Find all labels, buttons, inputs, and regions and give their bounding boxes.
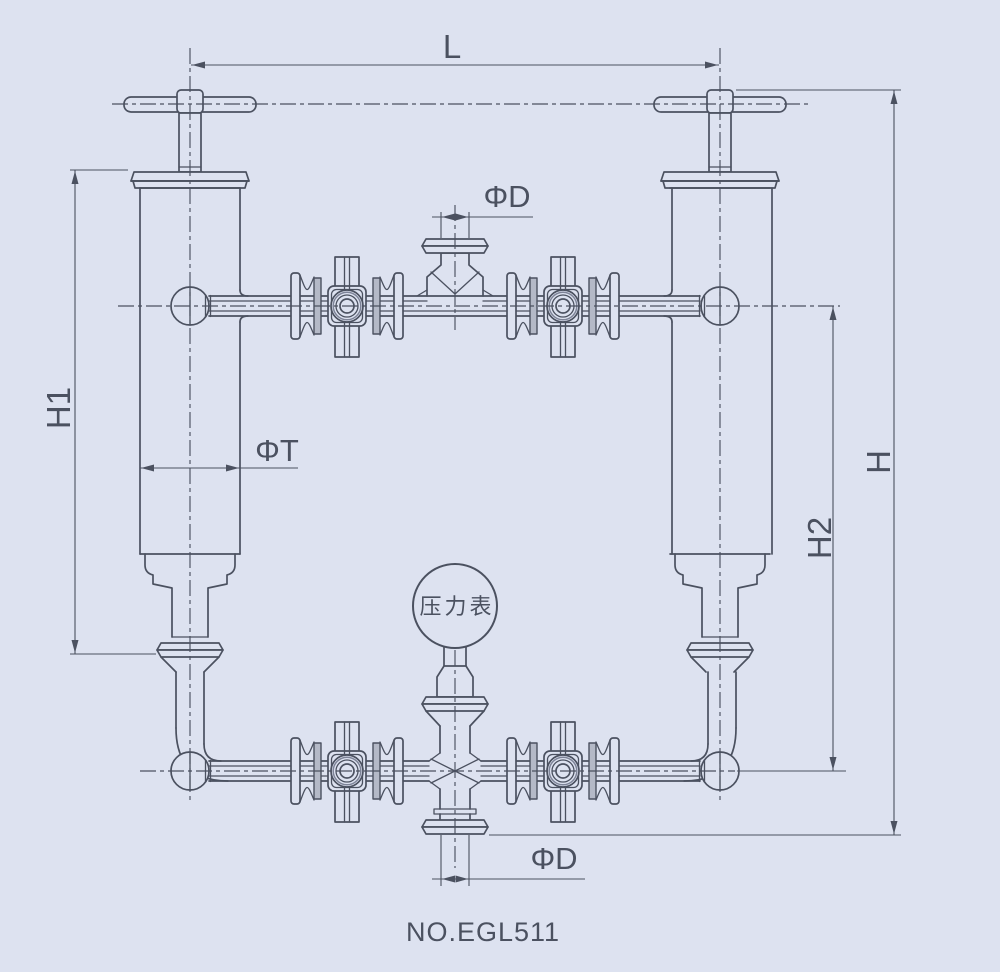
left-filter-housing	[124, 90, 256, 782]
dim-label-h: H	[860, 450, 897, 474]
dim-label-h1: H1	[40, 387, 77, 429]
dim-label-l: L	[443, 28, 461, 65]
dimension-phi-d-bottom: ΦD	[432, 835, 585, 886]
dimension-l: L	[191, 28, 719, 69]
dimension-h1: H1	[40, 169, 156, 655]
dim-label-phi-d-bottom: ΦD	[530, 841, 577, 876]
pressure-gauge-label: 压力表	[419, 594, 494, 619]
dimension-phi-t: ΦT	[140, 433, 299, 472]
dimension-phi-d-top: ΦD	[432, 179, 533, 238]
upper-right-valve	[506, 256, 620, 358]
lower-right-valve	[506, 721, 620, 823]
dim-label-phi-t: ΦT	[255, 433, 299, 468]
pressure-gauge: 压力表	[412, 563, 498, 727]
dim-label-h2: H2	[801, 517, 838, 559]
model-number: NO.EGL511	[406, 917, 560, 947]
cross-junction	[421, 725, 489, 835]
centerlines	[112, 48, 840, 868]
lower-left-valve	[290, 721, 404, 823]
dim-label-phi-d-top: ΦD	[483, 179, 530, 214]
dimension-h2: H2	[737, 306, 846, 772]
dimension-h: H	[489, 89, 901, 836]
upper-left-valve	[290, 256, 404, 358]
